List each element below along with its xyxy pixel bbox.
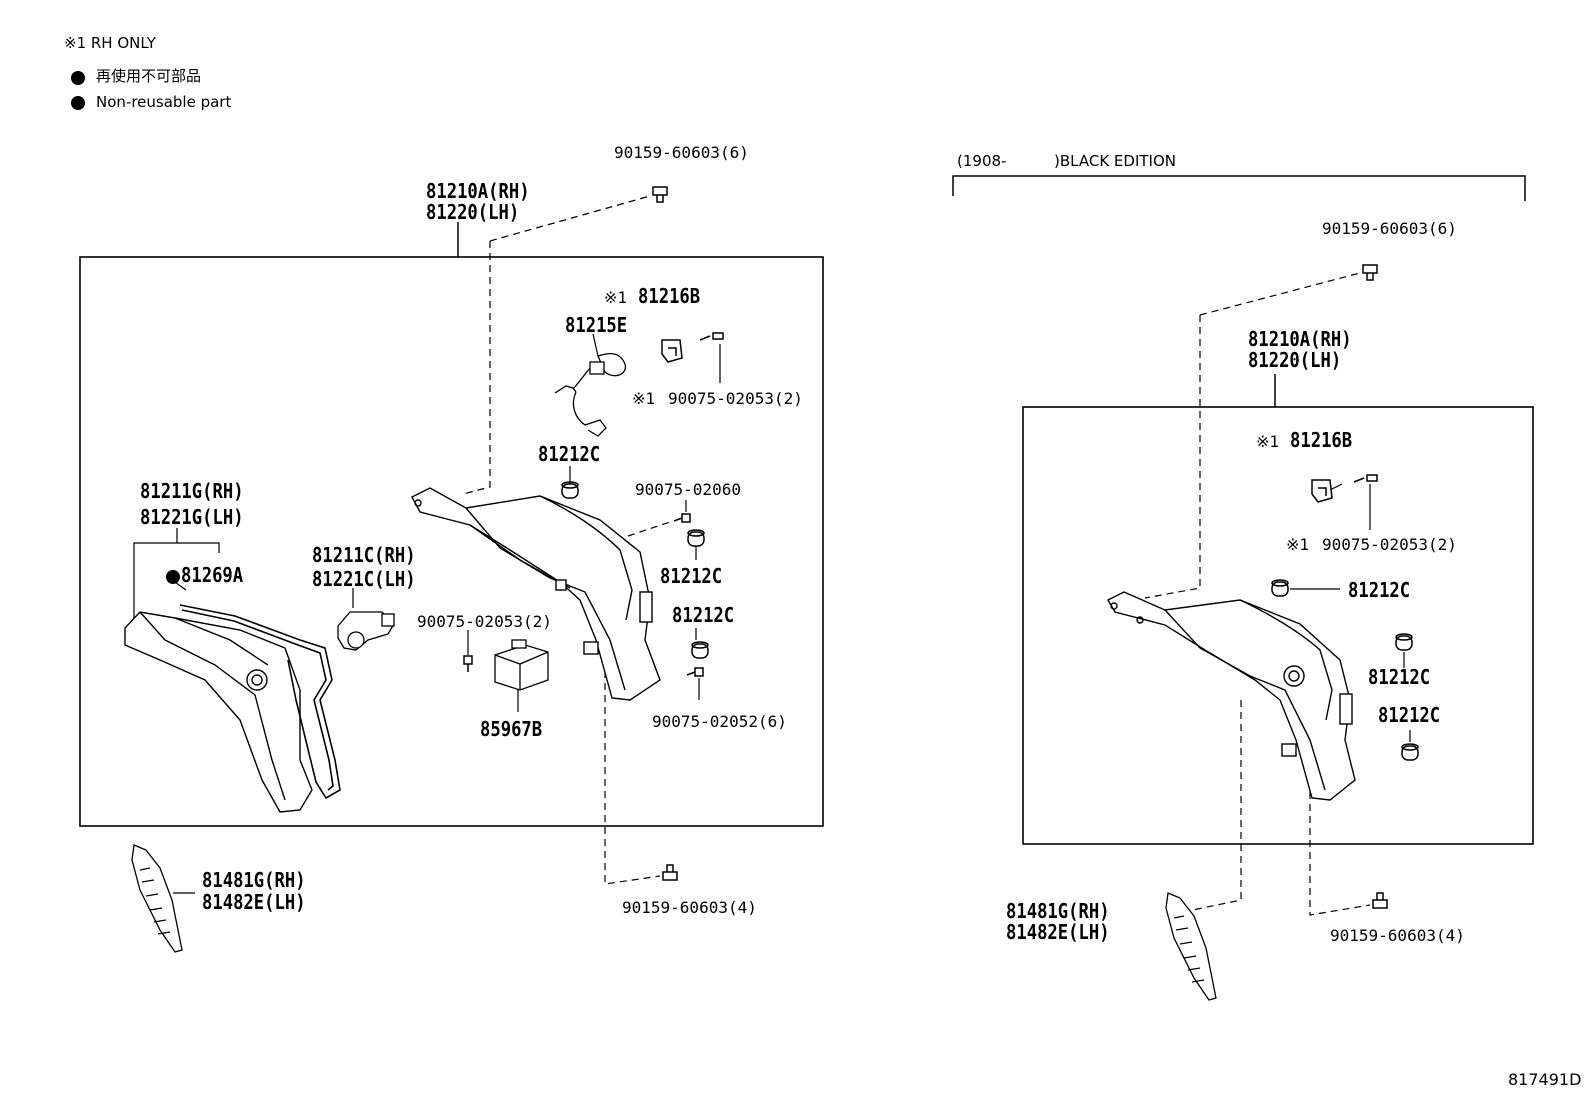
right-bolt-top-icon [1362,264,1378,281]
nonreusable-dot-icon [71,71,85,85]
left-cap-2-icon [687,529,705,547]
legend-rh-only: ※1 RH ONLY [64,34,156,52]
right-bezel-lh-label: 81482E(LH) [1006,920,1110,944]
left-gasket-icon [179,604,341,800]
right-bezel-icon [1165,892,1217,1001]
left-lamp-unit-icon [337,611,395,651]
right-socket-label: 81216B [1290,428,1353,452]
left-note-mark-a: ※1 [604,288,628,307]
left-lamp-assy-rh-label: 81210A(RH) [426,179,530,203]
right-bolt-top-label: 90159-60603(6) [1322,219,1457,238]
edition-name-label: )BLACK EDITION [1054,152,1176,170]
left-lens-icon [124,611,313,813]
left-bolt-bottom-label: 90159-60603(4) [622,898,757,917]
legend-nonreusable-jp: 再使用不可部品 [96,67,202,85]
nonreusable-dot-icon [71,96,85,110]
left-wire-harness-icon [554,352,627,437]
right-cap-1-icon [1271,579,1289,597]
right-lamp-assy-rh-label: 81210A(RH) [1248,327,1352,351]
left-unit-lh-label: 81221C(LH) [312,567,416,591]
right-cap-2-icon [1395,633,1413,651]
left-screw-2060-icon [673,513,691,523]
left-bezel-rh-label: 81481G(RH) [202,868,306,892]
left-screw-ecu-label: 90075-02053(2) [417,612,552,631]
right-assembly-frame [1022,406,1534,845]
left-cap-1-label: 81212C [538,442,601,466]
left-socket-icon [661,339,683,363]
left-gasket-label: 81269A [181,563,244,587]
left-socket-label: 81216B [638,284,701,308]
right-note-mark-b: ※1 [1286,535,1310,554]
left-bolt-top-label: 90159-60603(6) [614,143,749,162]
right-screw-2053-label: 90075-02053(2) [1322,535,1457,554]
right-socket-icon [1311,479,1333,503]
right-cap-3-icon [1401,743,1419,761]
left-note-mark-b: ※1 [632,389,656,408]
left-lens-rh-label: 81211G(RH) [140,479,244,503]
left-lamp-housing-icon [411,487,661,701]
left-gasket-nonreusable-dot-icon [166,570,180,584]
right-note-mark-a: ※1 [1256,432,1280,451]
left-screw-2052-label: 90075-02052(6) [652,712,787,731]
left-lamp-assy-lh-label: 81220(LH) [426,200,520,224]
left-wire-label: 81215E [565,313,628,337]
edition-from-label: (1908- [957,152,1007,170]
legend-nonreusable-en: Non-reusable part [96,93,232,111]
left-bolt-top-icon [652,186,668,203]
left-lens-lh-label: 81221G(LH) [140,505,244,529]
right-lamp-housing-icon [1107,591,1356,801]
left-ecu-icon [494,639,549,691]
left-screw-2053-label: 90075-02053(2) [668,389,803,408]
black-edition-bracket [952,175,1526,201]
right-cap-3-label: 81212C [1378,703,1441,727]
right-screw-small-icon [1353,474,1378,483]
left-screw-2052-icon [686,667,704,677]
left-unit-rh-label: 81211C(RH) [312,543,416,567]
left-bezel-icon [131,844,183,953]
left-dashed-leaders [462,195,671,885]
left-cap-2-label: 81212C [660,564,723,588]
left-bolt-bottom-icon [662,864,678,881]
left-screw-small-icon [699,332,724,341]
left-cap-3-label: 81212C [672,603,735,627]
left-cap-1-icon [561,481,579,499]
right-lamp-assy-lh-label: 81220(LH) [1248,348,1342,372]
left-cap-3-icon [691,641,709,659]
left-assembly-frame [79,256,824,827]
right-solid-leaders [1290,483,1411,742]
right-bolt-bottom-label: 90159-60603(4) [1330,926,1465,945]
right-cap-1-label: 81212C [1348,578,1411,602]
right-bolt-bottom-icon [1372,892,1388,909]
right-bezel-rh-label: 81481G(RH) [1006,899,1110,923]
left-screw-ecu-icon [463,655,473,672]
figure-id: 817491D [1508,1070,1582,1089]
left-screw-2060-label: 90075-02060 [635,480,741,499]
left-ecu-label: 85967B [480,717,543,741]
right-cap-2-label: 81212C [1368,665,1431,689]
left-bezel-lh-label: 81482E(LH) [202,890,306,914]
